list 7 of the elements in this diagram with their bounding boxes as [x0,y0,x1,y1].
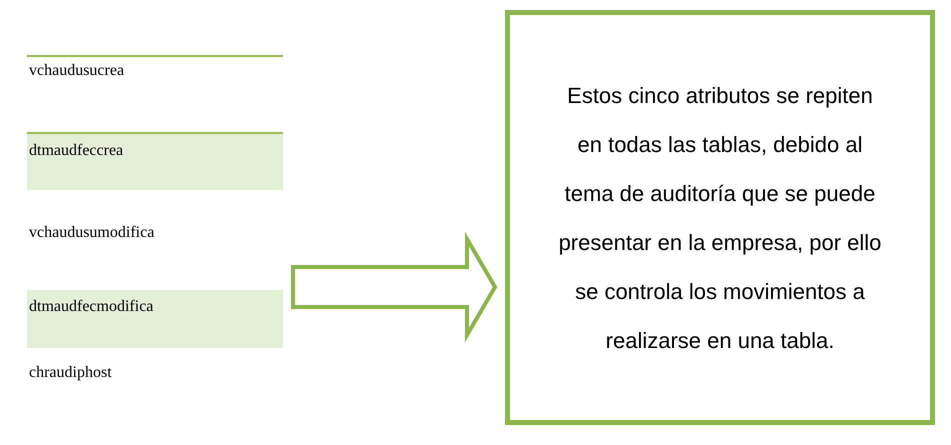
table-cell-text: chraudiphost [28,363,113,383]
note-text: Estos cinco atributos se repiten en todas las tablas, debido al tema de auditoría que se puede presentar en la empresa, por ello se controla los movimientos a realizarse en una tabla. [558,82,882,354]
table-cell-text: vchaudusumodifica [28,223,156,243]
note-box [505,10,935,425]
table-cell: dtmaudfecmodifica [27,290,283,348]
table-cell: dtmaudfeccrea [27,132,283,190]
block-arrow [291,232,498,342]
